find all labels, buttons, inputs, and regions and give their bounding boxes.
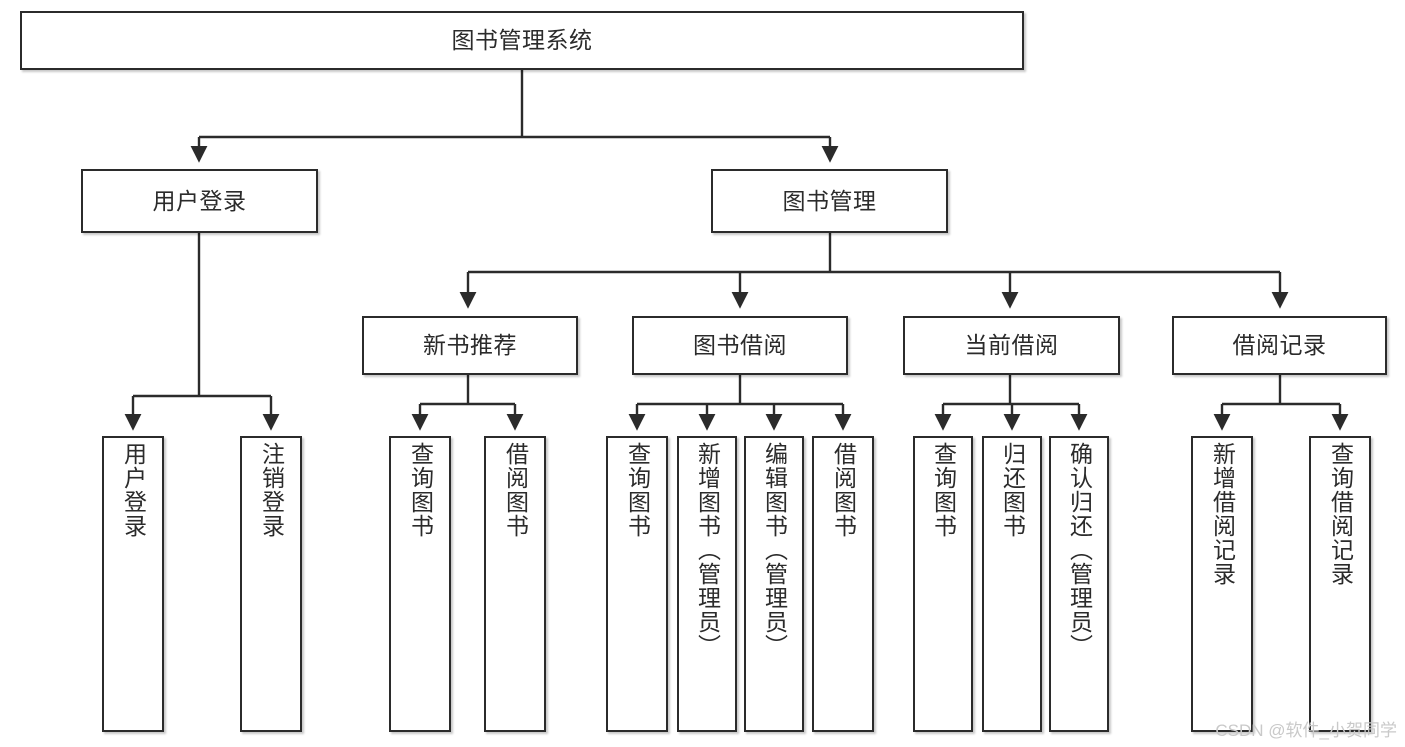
node-level3-3-label: 借阅记录 xyxy=(1232,332,1327,359)
node-leaf-9[interactable]: 归还图书 xyxy=(982,436,1042,732)
node-leaf-0[interactable]: 用户登录 xyxy=(102,436,164,732)
node-leaf-1-label: 注销登录 xyxy=(258,442,285,538)
node-leaf-7-label: 借阅图书 xyxy=(830,442,857,538)
node-leaf-2-label: 查询图书 xyxy=(407,442,434,538)
csdn-watermark: CSDN @软件_小贺同学 xyxy=(1215,721,1397,740)
node-level2-1-label: 图书管理 xyxy=(782,187,877,214)
node-level3-3[interactable]: 借阅记录 xyxy=(1172,316,1387,375)
node-leaf-0-label: 用户登录 xyxy=(120,442,147,538)
node-level2-0[interactable]: 用户登录 xyxy=(81,169,318,233)
node-leaf-6-label: 编辑图书（管理员） xyxy=(761,442,788,658)
node-level3-1-label: 图书借阅 xyxy=(693,332,787,359)
node-leaf-5[interactable]: 新增图书（管理员） xyxy=(677,436,737,732)
node-leaf-11-label: 新增借阅记录 xyxy=(1209,442,1236,586)
node-level3-0[interactable]: 新书推荐 xyxy=(362,316,578,375)
node-level2-0-label: 用户登录 xyxy=(152,187,247,214)
node-leaf-11[interactable]: 新增借阅记录 xyxy=(1191,436,1253,732)
node-root[interactable]: 图书管理系统 xyxy=(20,11,1024,70)
node-leaf-7[interactable]: 借阅图书 xyxy=(812,436,874,732)
node-leaf-10-label: 确认归还（管理员） xyxy=(1066,442,1093,658)
node-level2-1[interactable]: 图书管理 xyxy=(711,169,948,233)
node-leaf-4[interactable]: 查询图书 xyxy=(606,436,668,732)
node-leaf-4-label: 查询图书 xyxy=(624,442,651,538)
node-leaf-1[interactable]: 注销登录 xyxy=(240,436,302,732)
node-level3-2[interactable]: 当前借阅 xyxy=(903,316,1120,375)
node-leaf-8-label: 查询图书 xyxy=(930,442,957,538)
node-leaf-6[interactable]: 编辑图书（管理员） xyxy=(744,436,804,732)
node-level3-2-label: 当前借阅 xyxy=(964,332,1059,359)
node-level3-1[interactable]: 图书借阅 xyxy=(632,316,848,375)
node-leaf-2[interactable]: 查询图书 xyxy=(389,436,451,732)
node-leaf-8[interactable]: 查询图书 xyxy=(913,436,973,732)
node-leaf-3[interactable]: 借阅图书 xyxy=(484,436,546,732)
node-level3-0-label: 新书推荐 xyxy=(423,332,517,359)
node-leaf-9-label: 归还图书 xyxy=(999,442,1026,538)
node-leaf-10[interactable]: 确认归还（管理员） xyxy=(1049,436,1109,732)
node-leaf-12[interactable]: 查询借阅记录 xyxy=(1309,436,1371,732)
node-leaf-5-label: 新增图书（管理员） xyxy=(694,442,721,658)
node-leaf-12-label: 查询借阅记录 xyxy=(1327,442,1354,586)
node-root-label: 图书管理系统 xyxy=(451,27,593,54)
node-leaf-3-label: 借阅图书 xyxy=(502,442,529,538)
